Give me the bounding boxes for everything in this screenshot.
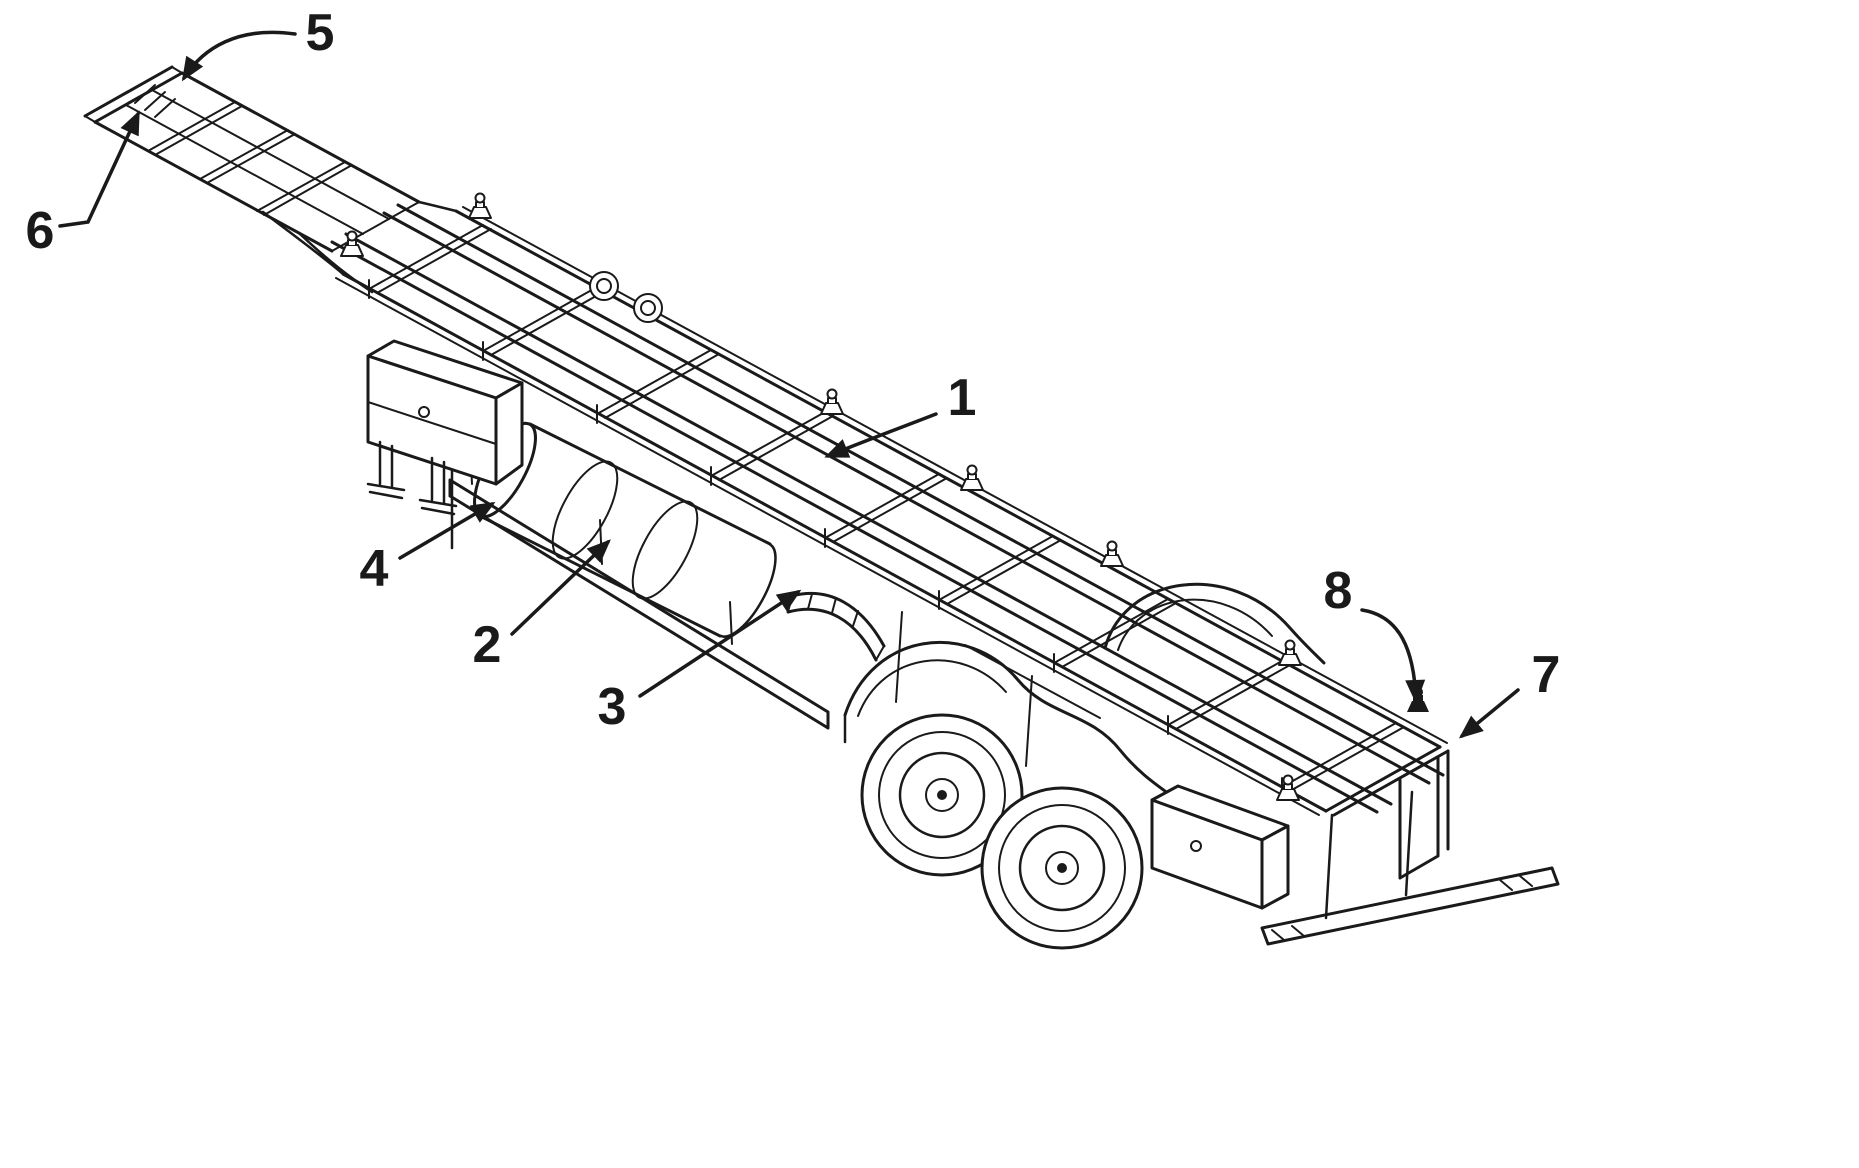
transition-curves [261,200,458,294]
reference-labels: 1 2 3 4 5 6 7 8 [26,4,1561,736]
gooseneck-front-frame [83,65,421,253]
ref-label-4: 4 [360,540,389,598]
ref-label-7: 7 [1532,646,1561,704]
mudflap-bracket [786,591,886,662]
ref-label-3: 3 [598,678,627,736]
leader-7 [1458,688,1520,739]
wheels [860,713,1144,950]
rear-storage-box [1150,784,1290,910]
leader-lines [58,30,1520,739]
rear-wheel [980,786,1144,950]
leader-4 [398,501,496,560]
leader-1 [824,412,938,458]
leader-2 [510,539,611,636]
rear-corner-twist-lock [1407,687,1429,712]
ref-label-2: 2 [473,616,502,674]
cross-members [368,224,1405,797]
leader-8 [1360,608,1426,704]
leader-5 [181,30,297,82]
leader-3 [638,589,802,698]
main-frame-rails [330,203,1448,816]
rear-posts [1324,745,1450,880]
support-legs [366,440,458,516]
ref-label-8: 8 [1324,562,1353,620]
fenders [843,582,1326,814]
ref-label-5: 5 [306,4,335,62]
ref-label-6: 6 [26,202,55,260]
leader-6 [58,110,140,228]
front-wheel [860,713,1024,877]
rear-bumper [1260,790,1560,946]
toolbox [366,339,524,486]
ref-label-1: 1 [948,369,977,427]
